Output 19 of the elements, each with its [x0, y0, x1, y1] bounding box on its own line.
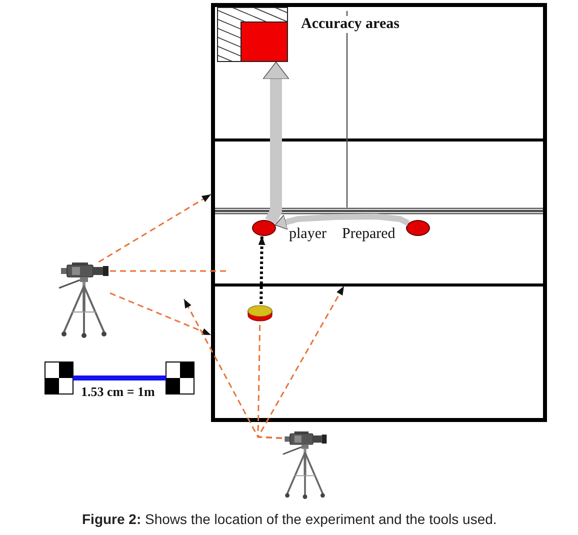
- position-marker: [406, 220, 430, 236]
- curved-arrow: [274, 214, 410, 230]
- tripod-camera-icon: [282, 431, 328, 499]
- position-marker: [252, 220, 276, 236]
- disc-marker: [247, 304, 273, 322]
- dotted-arrow: [258, 236, 266, 304]
- dashed-arrow: [110, 292, 212, 336]
- figure-caption: Figure 2: Shows the location of the experiment and the tools used.: [82, 511, 497, 528]
- scale-label: 1.53 cm = 1m: [81, 385, 155, 400]
- dashed-arrow: [257, 286, 345, 439]
- target-zone: [217, 7, 288, 62]
- dashed-arrow: [98, 194, 212, 263]
- dashed-line: [110, 270, 226, 272]
- block-arrow: [262, 62, 290, 224]
- volleyball-court: [211, 3, 547, 422]
- position-label: Prepared: [342, 226, 396, 244]
- tripod-camera-icon: [58, 262, 110, 338]
- zone-label: Accuracy areas: [301, 16, 400, 34]
- position-label: player: [289, 226, 326, 244]
